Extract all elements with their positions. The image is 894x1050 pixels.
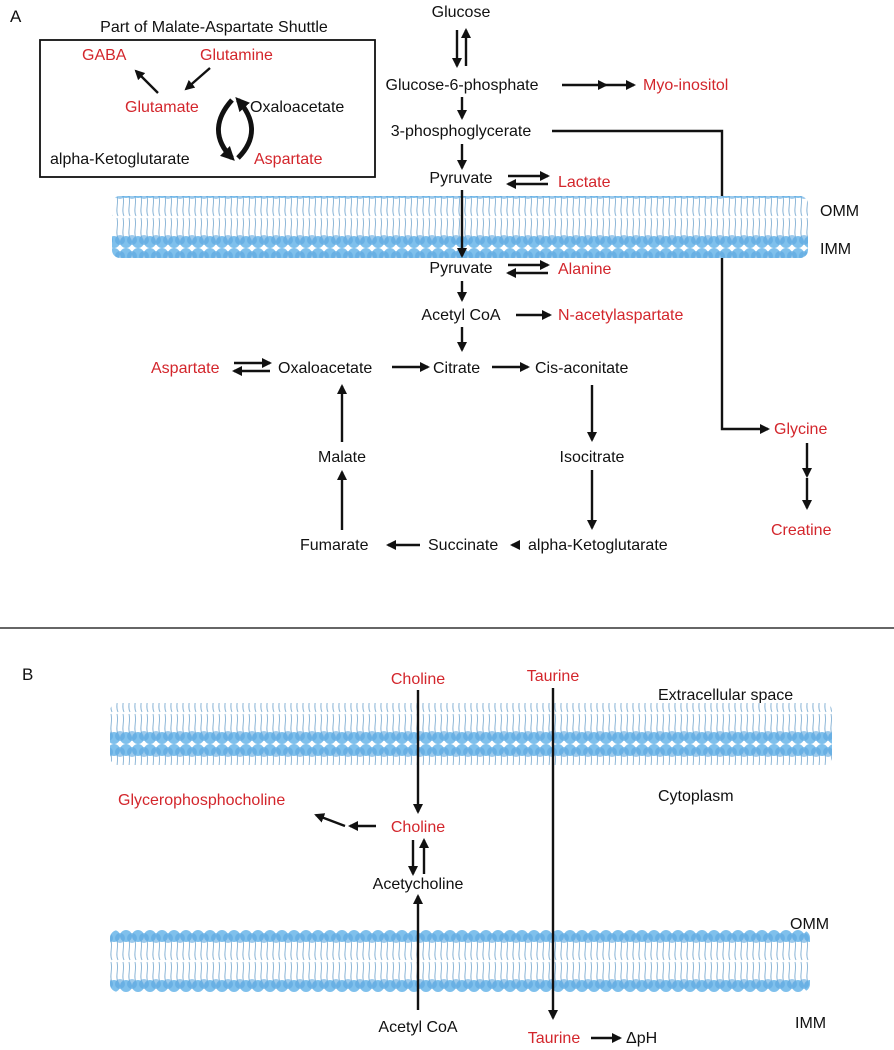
- acetylcholine: Acetycholine: [373, 876, 464, 893]
- imm-label-b: IMM: [795, 1015, 826, 1032]
- taurine-mitochondria: Taurine: [528, 1030, 581, 1047]
- shuttle-curve-left: [216, 98, 235, 161]
- pyruvate-mito: Pyruvate: [429, 260, 492, 277]
- plasma-membrane: [110, 703, 832, 765]
- inset-gaba: GABA: [82, 47, 127, 64]
- 3-phosphoglycerate: 3-phosphoglycerate: [391, 123, 532, 140]
- inset-oxaloacetate: Oxaloacetate: [250, 99, 344, 116]
- panel-b-label: B: [22, 665, 33, 684]
- pyruvate-cytosol: Pyruvate: [429, 170, 492, 187]
- cis-aconitate: Cis-aconitate: [535, 360, 628, 377]
- choline-cytoplasm: Choline: [391, 819, 445, 836]
- inset-glutamate: Glutamate: [125, 99, 199, 116]
- glycine: Glycine: [774, 421, 827, 438]
- glucose-6-phosphate: Glucose-6-phosphate: [386, 77, 539, 94]
- cytoplasm: Cytoplasm: [658, 788, 734, 805]
- arrow-3pg-to-glycine: [552, 129, 770, 434]
- aspartate-a: Aspartate: [151, 360, 220, 377]
- lactate: Lactate: [558, 174, 611, 191]
- panel-b: B Choline Taurine Extracellular space Cy…: [22, 665, 832, 1047]
- choline-extracellular: Choline: [391, 671, 445, 688]
- mitochondrial-membrane-b: [110, 930, 810, 992]
- fumarate: Fumarate: [300, 537, 369, 554]
- glucose: Glucose: [432, 4, 491, 21]
- acetyl-coa-b: Acetyl CoA: [378, 1019, 457, 1036]
- alanine: Alanine: [558, 261, 611, 278]
- inset-alpha-ketoglutarate: alpha-Ketoglutarate: [50, 151, 190, 168]
- extracellular-space: Extracellular space: [658, 687, 793, 704]
- oxaloacetate-a: Oxaloacetate: [278, 360, 372, 377]
- succinate: Succinate: [428, 537, 498, 554]
- inset-frame: [39, 39, 376, 178]
- creatine: Creatine: [771, 522, 832, 539]
- isocitrate: Isocitrate: [560, 449, 625, 466]
- acetyl-coa-a: Acetyl CoA: [421, 307, 500, 324]
- malate: Malate: [318, 449, 366, 466]
- malate-aspartate-shuttle-inset: Part of Malate-Aspartate Shuttle GABA Gl…: [39, 19, 376, 178]
- mitochondrial-membrane-a: [112, 196, 808, 258]
- panel-a: A Part of Malate-Aspartate Shuttle GABA …: [10, 4, 859, 554]
- delta-ph: ΔpH: [626, 1030, 657, 1047]
- imm-label-a: IMM: [820, 241, 851, 258]
- shuttle-curve-right: [235, 97, 254, 160]
- inset-glutamine: Glutamine: [200, 47, 273, 64]
- glycerophosphocholine: Glycerophosphocholine: [118, 792, 285, 809]
- inset-title: Part of Malate-Aspartate Shuttle: [100, 19, 328, 36]
- omm-label-a: OMM: [820, 203, 859, 220]
- omm-label-b: OMM: [790, 916, 829, 933]
- taurine-extracellular: Taurine: [527, 668, 580, 685]
- inset-aspartate: Aspartate: [254, 151, 323, 168]
- citrate: Citrate: [433, 360, 480, 377]
- arrow-glutamate-to-gaba: [134, 69, 159, 94]
- panel-a-label: A: [10, 7, 22, 26]
- arrow-glutamine-to-glutamate: [184, 67, 211, 91]
- alpha-ketoglutarate-a: alpha-Ketoglutarate: [528, 537, 668, 554]
- arrow-gpc-head: [314, 813, 346, 828]
- myo-inositol: Myo-inositol: [643, 77, 728, 94]
- n-acetylaspartate: N-acetylaspartate: [558, 307, 683, 324]
